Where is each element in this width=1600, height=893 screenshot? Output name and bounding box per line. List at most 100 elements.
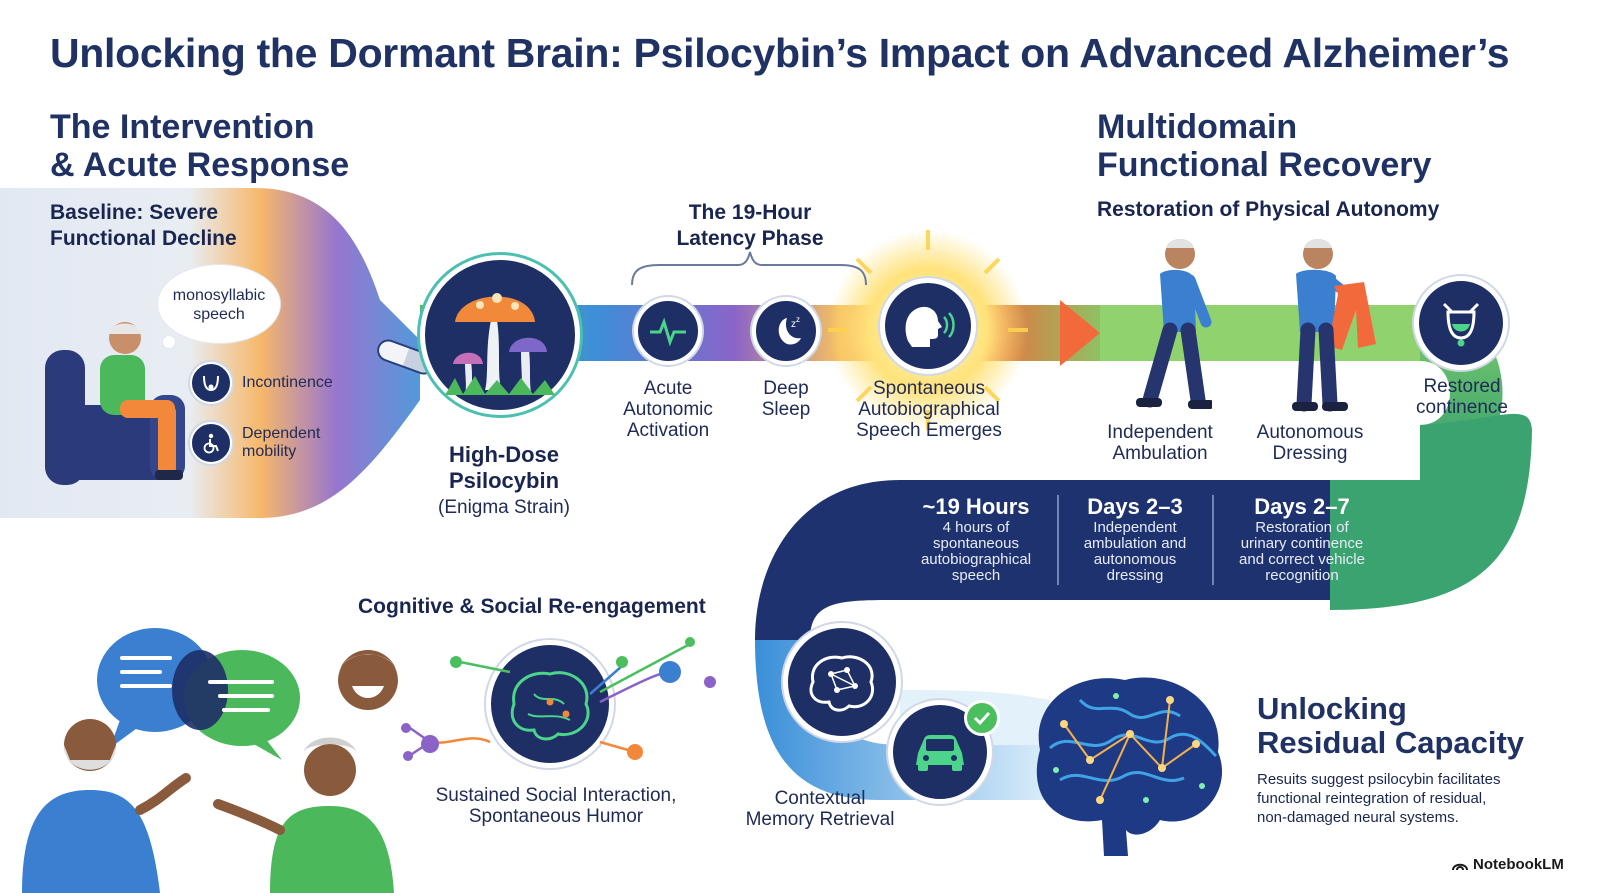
latency-heading: The 19-Hour Latency Phase — [650, 200, 850, 252]
glowing-brain-illustration — [1036, 677, 1223, 856]
seated-elderly-person-illustration — [45, 322, 185, 485]
residual-heading-line1: Unlocking — [1257, 691, 1407, 726]
intervention-heading: The Intervention & Acute Response — [50, 108, 349, 184]
brain-network-icon — [486, 640, 614, 768]
residual-heading: Unlocking Residual Capacity — [1257, 692, 1524, 760]
heartbeat-icon — [634, 297, 702, 365]
acute-step-speech-line1: Spontaneous — [873, 378, 985, 399]
timeline-text-line: and correct vehicle — [1239, 551, 1365, 568]
acute-step-sleep-line2: Sleep — [761, 399, 811, 420]
symptom-mobility-line1: Dependent — [242, 425, 321, 442]
walking-person-illustration — [1136, 239, 1212, 409]
latency-heading-line1: The 19-Hour — [688, 201, 812, 224]
physical-item-dressing: Autonomous Dressing — [1240, 422, 1380, 464]
acute-step-sleep-line1: Deep — [763, 378, 809, 399]
memory-label: Contextual Memory Retrieval — [740, 788, 900, 830]
symptom-incontinence-label: Incontinence — [242, 374, 333, 391]
physical-item-dressing-line2: Dressing — [1272, 443, 1348, 464]
timeline-entry-days-2-3: Days 2–3 Independent ambulation and auto… — [1064, 494, 1206, 584]
physical-item-continence-line2: continence — [1416, 397, 1508, 418]
intervention-heading-line1: The Intervention — [50, 108, 315, 146]
timeline-text-line: 4 hours of — [942, 519, 1010, 536]
baseline-heading-line1: Baseline: Severe — [50, 201, 219, 224]
cognitive-caption: Sustained Social Interaction, Spontaneou… — [420, 785, 692, 827]
brand-logo: NotebookLM — [1452, 856, 1564, 873]
physical-item-dressing-line1: Autonomous — [1256, 422, 1364, 443]
thought-dot — [163, 336, 175, 348]
speech-bubble-line2: speech — [193, 306, 245, 323]
timeline-text-line: recognition — [1265, 567, 1339, 584]
recovery-heading-line1: Multidomain — [1097, 108, 1298, 146]
bladder-icon — [190, 362, 232, 404]
cognitive-caption-line1: Sustained Social Interaction, — [435, 785, 677, 806]
mushroom-icon — [420, 255, 580, 415]
timeline-entry-days-2-7: Days 2–7 Restoration of urinary continen… — [1222, 494, 1382, 584]
timeline-heading: ~19 Hours — [922, 494, 1030, 519]
timeline-text-line: urinary continence — [1240, 535, 1364, 552]
residual-description-line1: Resuits suggest psilocybin facilitates — [1257, 771, 1501, 788]
dose-line2: Psilocybin — [448, 468, 560, 493]
wheelchair-icon — [190, 422, 232, 464]
acute-step-activation-line3: Activation — [626, 420, 710, 441]
residual-description-line3: non-damaged neural systems. — [1257, 809, 1459, 826]
timeline-text-line: Restoration of — [1255, 519, 1349, 536]
notebooklm-logo-icon — [1452, 863, 1468, 870]
timeline-text-line: ambulation and — [1083, 535, 1187, 552]
acute-step-activation: Acute Autonomic Activation — [600, 378, 736, 441]
symptom-mobility: Dependent mobility — [190, 422, 320, 464]
acute-step-activation-line1: Acute — [643, 378, 693, 399]
residual-description: Resuits suggest psilocybin facilitates f… — [1257, 770, 1500, 827]
physical-item-ambulation-line2: Ambulation — [1112, 443, 1208, 464]
cognitive-caption-line2: Spontaneous Humor — [468, 806, 644, 827]
speech-bubble-line1: monosyllabic — [172, 287, 266, 304]
physical-item-continence-line1: Restored — [1423, 376, 1501, 397]
baseline-heading: Baseline: Severe Functional Decline — [50, 200, 237, 252]
timeline-text-line: speech — [951, 567, 1001, 584]
dose-line1: High-Dose — [449, 442, 559, 467]
dose-strain: (Enigma Strain) — [438, 497, 570, 518]
timeline-text-line: autobiographical — [920, 551, 1032, 568]
acute-step-speech: Spontaneous Autobiographical Speech Emer… — [838, 378, 1020, 441]
timeline-heading: Days 2–7 — [1254, 494, 1350, 519]
residual-heading-line2: Residual Capacity — [1257, 725, 1525, 760]
dressing-person-illustration — [1292, 239, 1376, 412]
physical-item-ambulation-line1: Independent — [1107, 422, 1213, 443]
memory-label-line2: Memory Retrieval — [745, 809, 895, 830]
acute-step-activation-line2: Autonomic — [623, 399, 713, 420]
cognitive-heading: Cognitive & Social Re-engagement — [358, 595, 706, 618]
memory-label-line1: Contextual — [774, 788, 866, 809]
physical-item-ambulation: Independent Ambulation — [1090, 422, 1230, 464]
acute-step-sleep: Deep Sleep — [730, 378, 842, 420]
intervention-heading-line2: & Acute Response — [50, 146, 350, 184]
speech-bubble: monosyllabic speech — [158, 265, 280, 343]
latency-heading-line2: Latency Phase — [676, 227, 824, 250]
speaking-head-icon — [880, 278, 976, 374]
timeline-heading: Days 2–3 — [1087, 494, 1183, 519]
dose-label: High-Dose Psilocybin (Enigma Strain) — [400, 442, 608, 518]
svg-text:z: z — [796, 315, 800, 324]
bladder-continence-icon — [1414, 276, 1508, 370]
residual-description-line2: functional reintegration of residual, — [1257, 790, 1487, 807]
neural-connections-graphic — [401, 637, 716, 761]
timeline-text-line: dressing — [1106, 567, 1164, 584]
recovery-heading: Multidomain Functional Recovery — [1097, 108, 1431, 184]
timeline-text-line: Independent — [1093, 519, 1177, 536]
recovery-heading-line2: Functional Recovery — [1097, 146, 1432, 184]
symptom-incontinence: Incontinence — [190, 362, 333, 404]
conversation-illustration — [22, 628, 399, 893]
page-title: Unlocking the Dormant Brain: Psilocybin’… — [50, 30, 1510, 76]
brand-name: NotebookLM — [1473, 856, 1564, 873]
timeline-text-line: autonomous — [1093, 551, 1177, 568]
acute-step-speech-line3: Speech Emerges — [856, 420, 1002, 441]
timeline-entry-19-hours: ~19 Hours 4 hours of spontaneous autobio… — [905, 494, 1047, 584]
physical-heading: Restoration of Physical Autonomy — [1097, 198, 1440, 221]
baseline-heading-line2: Functional Decline — [50, 227, 237, 250]
brain-memory-icon — [783, 623, 901, 741]
timeline-text-line: spontaneous — [933, 535, 1019, 552]
svg-text:z: z — [791, 319, 796, 330]
checkmark-icon — [964, 700, 1000, 736]
physical-item-continence: Restored continence — [1394, 376, 1530, 418]
symptom-mobility-line2: mobility — [242, 443, 297, 460]
acute-step-speech-line2: Autobiographical — [858, 399, 1000, 420]
